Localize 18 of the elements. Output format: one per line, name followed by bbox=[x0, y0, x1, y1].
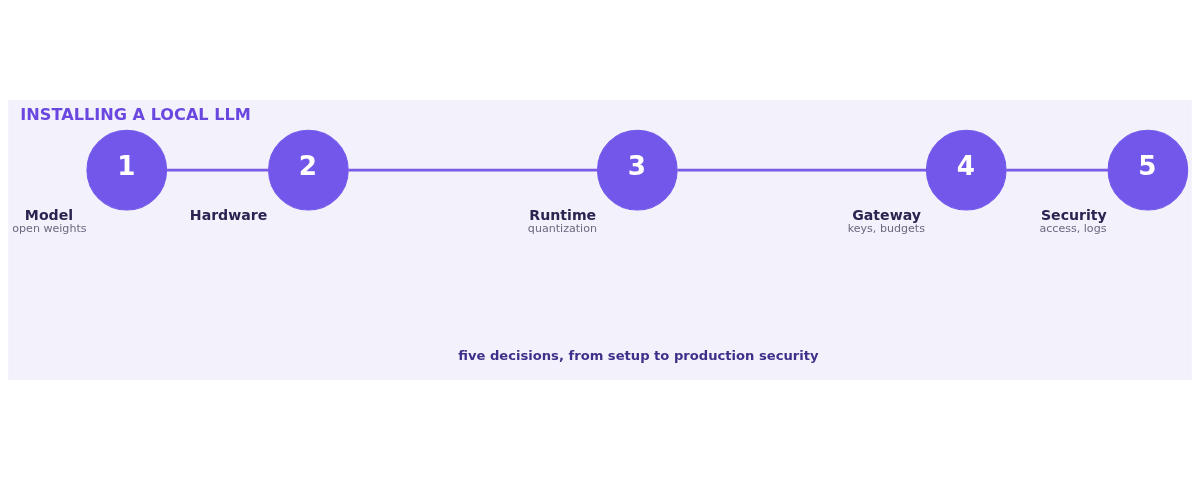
connector bbox=[166, 168, 269, 172]
node-circle: 4 bbox=[925, 129, 1007, 211]
node-circle: 5 bbox=[1107, 129, 1189, 211]
connector bbox=[677, 168, 927, 172]
connector bbox=[348, 168, 598, 172]
node-label: quantization bbox=[527, 221, 597, 235]
node-label: Model bbox=[24, 207, 74, 224]
diagram-title: INSTALLING A LOCAL LLM bbox=[20, 104, 251, 124]
node-label: Gateway bbox=[852, 207, 921, 224]
connector bbox=[1006, 168, 1108, 172]
node-circle: 3 bbox=[596, 129, 678, 211]
node-circle: 2 bbox=[268, 129, 349, 211]
node-label: open weights bbox=[12, 221, 87, 235]
node-label: Runtime bbox=[529, 207, 597, 224]
caption: five decisions, from setup to production security bbox=[458, 348, 819, 364]
node-label: Security bbox=[1040, 207, 1107, 224]
node-label: Hardware bbox=[189, 207, 268, 224]
node-circle: 1 bbox=[86, 129, 168, 211]
